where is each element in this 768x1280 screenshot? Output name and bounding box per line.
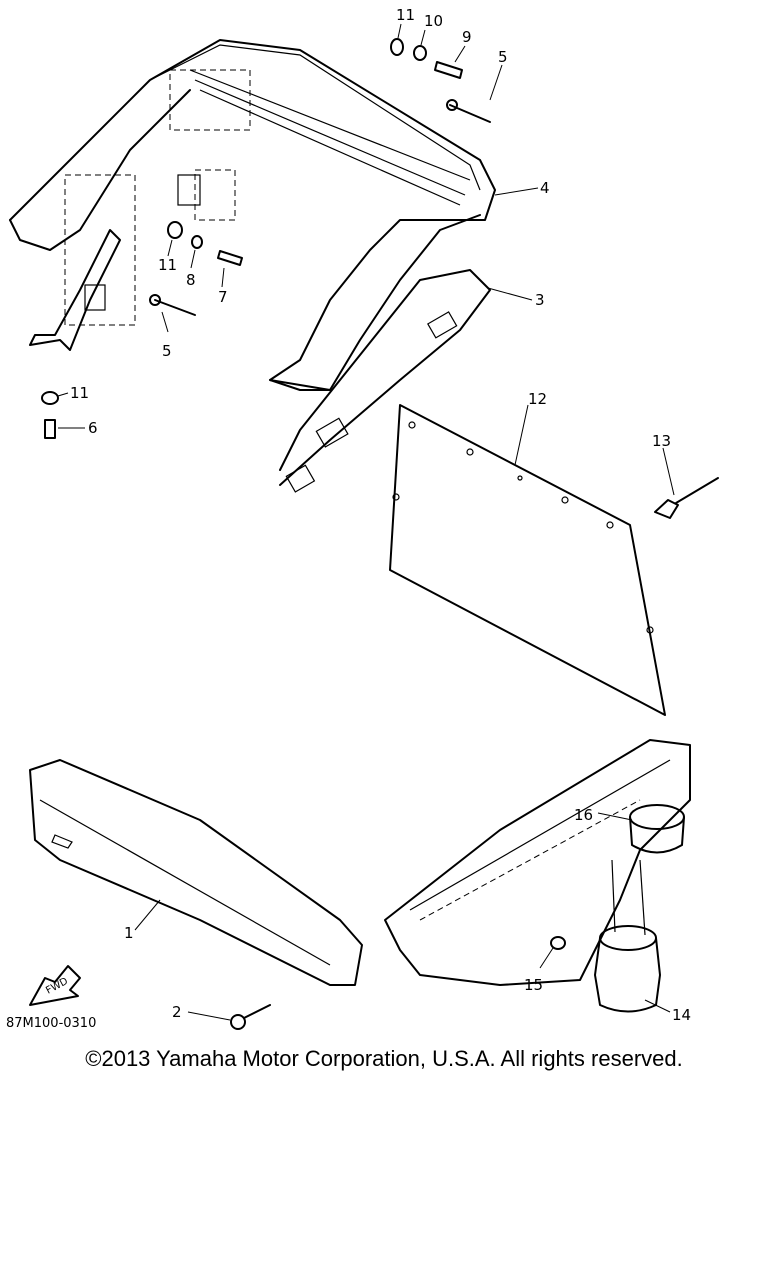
callout-5-top: 5 [498, 48, 508, 66]
part-15-grommet [550, 936, 566, 950]
callout-10: 10 [424, 12, 443, 30]
part-4-carrier-frame [9, 39, 496, 391]
callout-3: 3 [535, 291, 545, 309]
part-3-strap [279, 269, 491, 493]
callout-9: 9 [462, 28, 472, 46]
leader-lines [57, 23, 675, 1021]
callout-6: 6 [88, 419, 98, 437]
callout-2: 2 [172, 1003, 182, 1021]
part-1-bumper [29, 759, 363, 986]
callout-4: 4 [540, 179, 550, 197]
right-frame [384, 739, 691, 986]
callout-15: 15 [524, 976, 543, 994]
hardware [41, 38, 491, 439]
callout-12: 12 [528, 390, 547, 408]
parts-diagram: FWD 11 10 9 5 4 3 11 8 7 5 11 6 1 [9, 6, 719, 1030]
callout-labels: 11 10 9 5 4 3 11 8 7 5 11 6 12 13 16 1 1… [70, 6, 691, 1024]
callout-7: 7 [218, 288, 228, 306]
callout-11-mid: 11 [158, 256, 177, 274]
callout-11-top: 11 [396, 6, 415, 24]
part-16-cap [629, 804, 685, 854]
callout-1: 1 [124, 924, 134, 942]
diagram-code: 87M100-0310 [6, 1016, 97, 1031]
callout-11-left: 11 [70, 384, 89, 402]
callout-14: 14 [672, 1006, 691, 1024]
part-2-screw [230, 1004, 271, 1030]
left-bracket [29, 69, 251, 351]
part-13-pin [654, 477, 719, 519]
callout-8: 8 [186, 271, 196, 289]
part-12-panel [389, 404, 666, 716]
callout-13: 13 [652, 432, 671, 450]
copyright-notice: ©2013 Yamaha Motor Corporation, U.S.A. A… [85, 1046, 683, 1071]
callout-5-left: 5 [162, 342, 172, 360]
callout-16: 16 [574, 806, 593, 824]
fwd-arrow-icon: FWD [29, 965, 81, 1006]
